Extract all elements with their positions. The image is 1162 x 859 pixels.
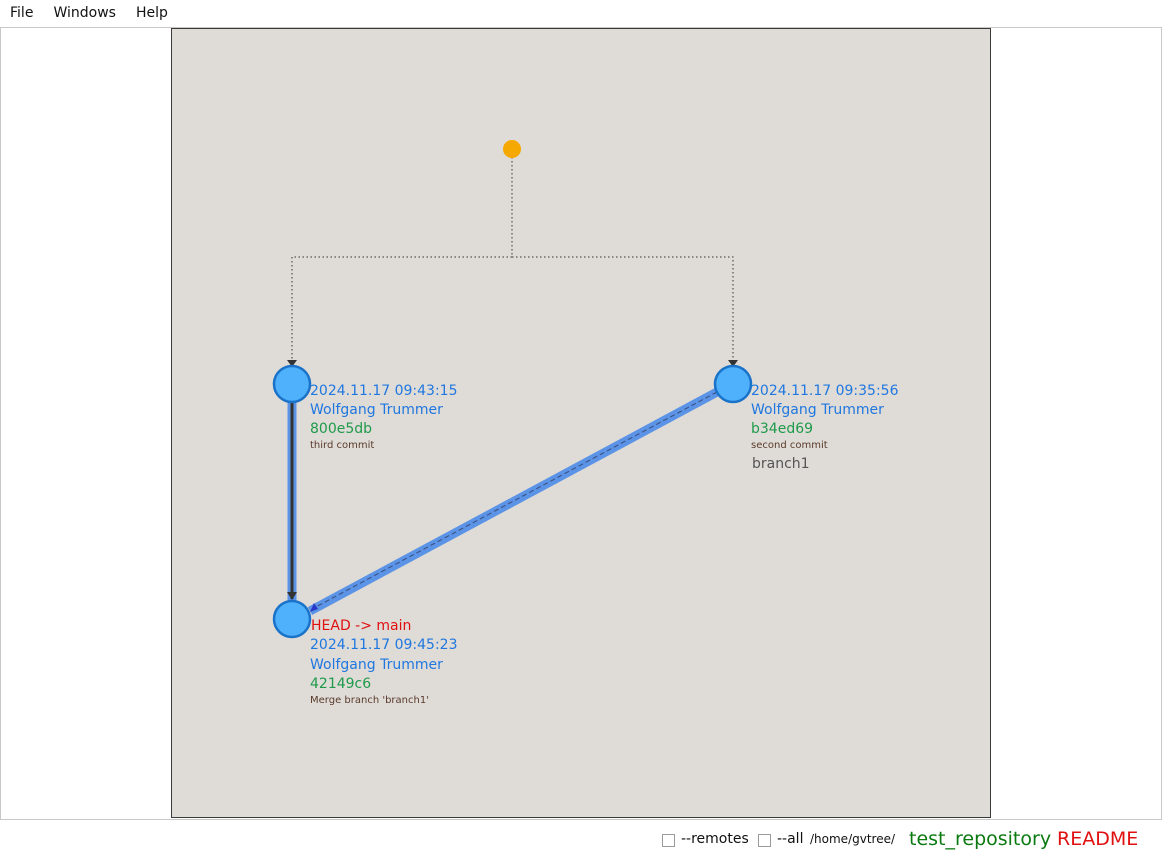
commit-message: Merge branch 'branch1' [310,695,429,706]
commit-node-800e5db[interactable] [272,364,312,404]
merge-edges [287,388,720,615]
commit-graph-canvas[interactable]: 2024.11.17 09:43:15 Wolfgang Trummer 800… [171,28,991,818]
repository-path: /home/gvtree/ [810,832,896,846]
menu-windows[interactable]: Windows [53,5,116,21]
commit-message: second commit [751,440,828,451]
remotes-checkbox[interactable] [662,834,675,847]
edge-origin-to-b34ed69 [512,256,734,369]
remotes-checkbox-label[interactable]: --remotes [681,831,749,847]
head-ref-label: HEAD -> main [311,618,411,634]
commit-node-b34ed69[interactable] [713,364,753,404]
arrowhead-b34ed69 [728,360,738,367]
arrowhead-800e5db [287,360,297,367]
commit-hash: 42149c6 [310,676,371,692]
commit-label-b34ed69: 2024.11.17 09:35:56 Wolfgang Trummer b34… [751,383,899,472]
commit-date: 2024.11.17 09:45:23 [310,637,458,653]
branch-ref-label: branch1 [752,456,810,472]
commit-message: third commit [310,440,374,451]
commit-hash: b34ed69 [751,421,813,437]
repository-name[interactable]: test_repository [909,828,1052,850]
menu-bar: File Windows Help [0,0,1162,26]
arrowhead-42149c6 [287,592,297,600]
origin-node[interactable] [503,140,521,158]
commit-label-800e5db: 2024.11.17 09:43:15 Wolfgang Trummer 800… [310,383,458,451]
commit-date: 2024.11.17 09:43:15 [310,383,458,399]
commit-node-42149c6[interactable] [272,599,312,639]
edge-origin-to-800e5db [291,149,513,369]
menu-file[interactable]: File [10,5,34,21]
commit-date: 2024.11.17 09:35:56 [751,383,899,399]
edge-highlight-b34ed69-42149c6 [307,388,720,615]
all-checkbox[interactable] [758,834,771,847]
commit-hash: 800e5db [310,421,372,437]
commit-graph: 2024.11.17 09:43:15 Wolfgang Trummer 800… [272,140,899,706]
status-bar: --remotes --all /home/gvtree/ test_repos… [0,824,1162,856]
origin-edges [287,149,738,369]
all-checkbox-label[interactable]: --all [777,831,804,847]
arrowhead-merge [310,603,318,612]
readme-link[interactable]: README [1057,828,1139,850]
edge-b34ed69-42149c6 [311,391,718,610]
menu-help[interactable]: Help [135,5,168,21]
commit-label-42149c6: HEAD -> main 2024.11.17 09:45:23 Wolfgan… [310,618,458,706]
commit-author: Wolfgang Trummer [310,657,443,673]
commit-author: Wolfgang Trummer [310,402,443,418]
commit-author: Wolfgang Trummer [751,402,884,418]
